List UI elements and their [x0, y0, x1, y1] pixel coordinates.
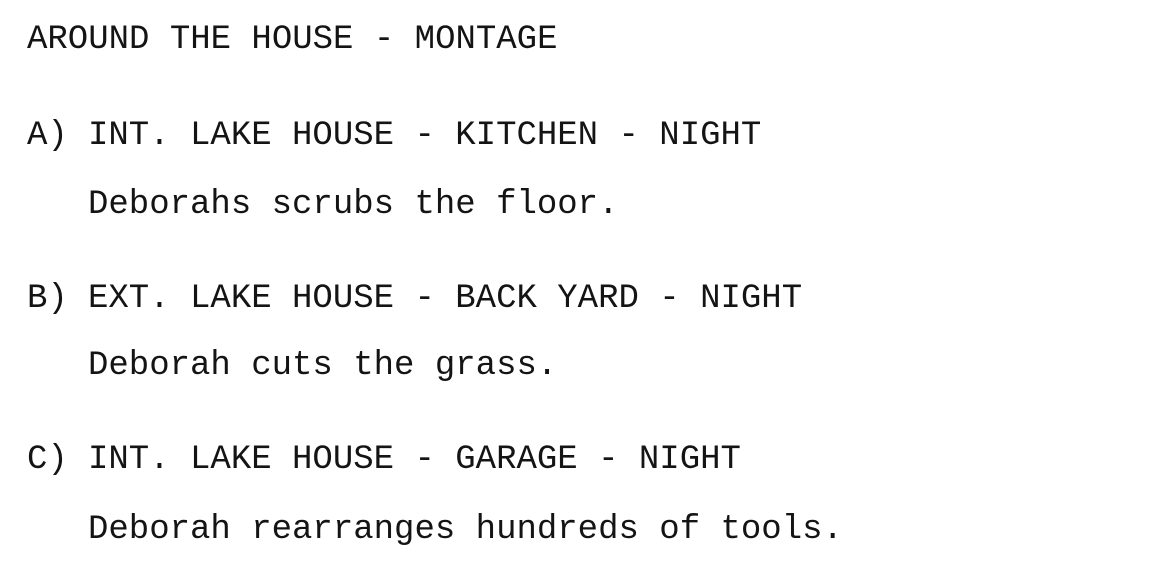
- scene-heading-b: EXT. LAKE HOUSE - BACK YARD - NIGHT: [88, 280, 803, 318]
- scene-letter-c: C): [27, 441, 68, 479]
- scene-heading-a: INT. LAKE HOUSE - KITCHEN - NIGHT: [88, 117, 762, 155]
- scene-heading-row-a: A) INT. LAKE HOUSE - KITCHEN - NIGHT: [27, 119, 761, 153]
- scene-action-a: Deborahs scrubs the floor.: [88, 186, 619, 224]
- scene-heading-c: INT. LAKE HOUSE - GARAGE - NIGHT: [88, 441, 741, 479]
- scene-heading-row-b: B) EXT. LAKE HOUSE - BACK YARD - NIGHT: [27, 282, 802, 316]
- scene-heading-row-c: C) INT. LAKE HOUSE - GARAGE - NIGHT: [27, 443, 741, 477]
- scene-letter-b: B): [27, 280, 68, 318]
- montage-title: AROUND THE HOUSE - MONTAGE: [27, 21, 558, 59]
- scene-letter-a: A): [27, 117, 68, 155]
- scene-action-c: Deborah rearranges hundreds of tools.: [88, 511, 843, 549]
- scene-action-b: Deborah cuts the grass.: [88, 347, 558, 385]
